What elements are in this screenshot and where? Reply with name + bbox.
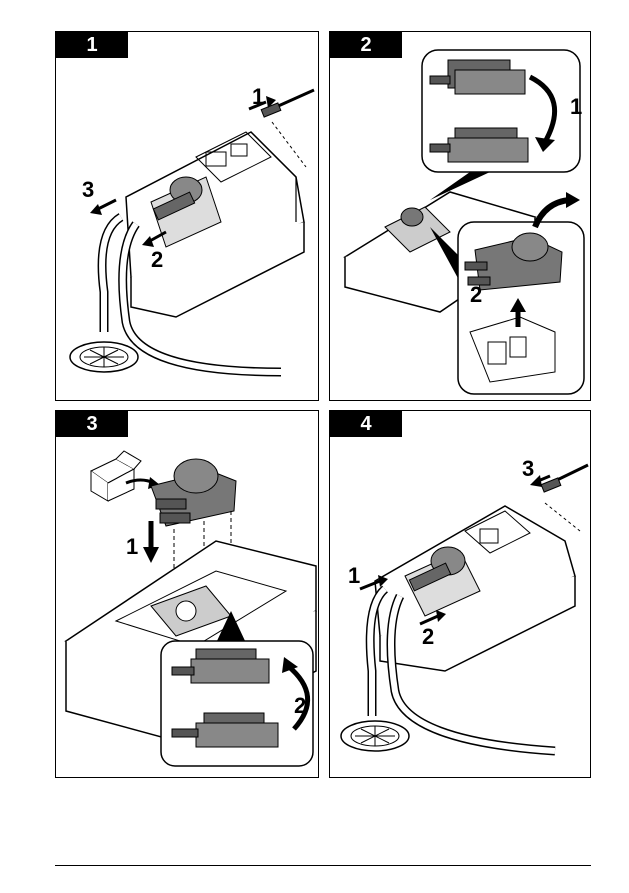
callout-2: 2	[422, 624, 434, 649]
callout-1: 1	[570, 94, 582, 119]
callout-1: 1	[252, 84, 264, 109]
step-panel-4: 4 3 1 2	[329, 410, 591, 778]
step-panel-1: 1 1 2 3	[55, 31, 319, 401]
step-panel-3: 3 1 2	[55, 410, 319, 778]
illustration-disconnect-pump: 1 2 3	[56, 32, 320, 402]
callout-2: 2	[151, 247, 163, 272]
callout-2: 2	[294, 693, 306, 718]
callout-3: 3	[522, 456, 534, 481]
step-panel-2: 2 1 2	[329, 31, 591, 401]
callout-1: 1	[126, 534, 138, 559]
illustration-install-new-pump: 1 2	[56, 411, 320, 779]
illustration-remove-pump: 1 2	[330, 32, 592, 402]
callout-3: 3	[82, 177, 94, 202]
callout-1: 1	[348, 563, 360, 588]
callout-2: 2	[470, 282, 482, 307]
footer-rule	[55, 865, 591, 866]
illustration-reconnect-pump: 3 1 2	[330, 411, 592, 779]
